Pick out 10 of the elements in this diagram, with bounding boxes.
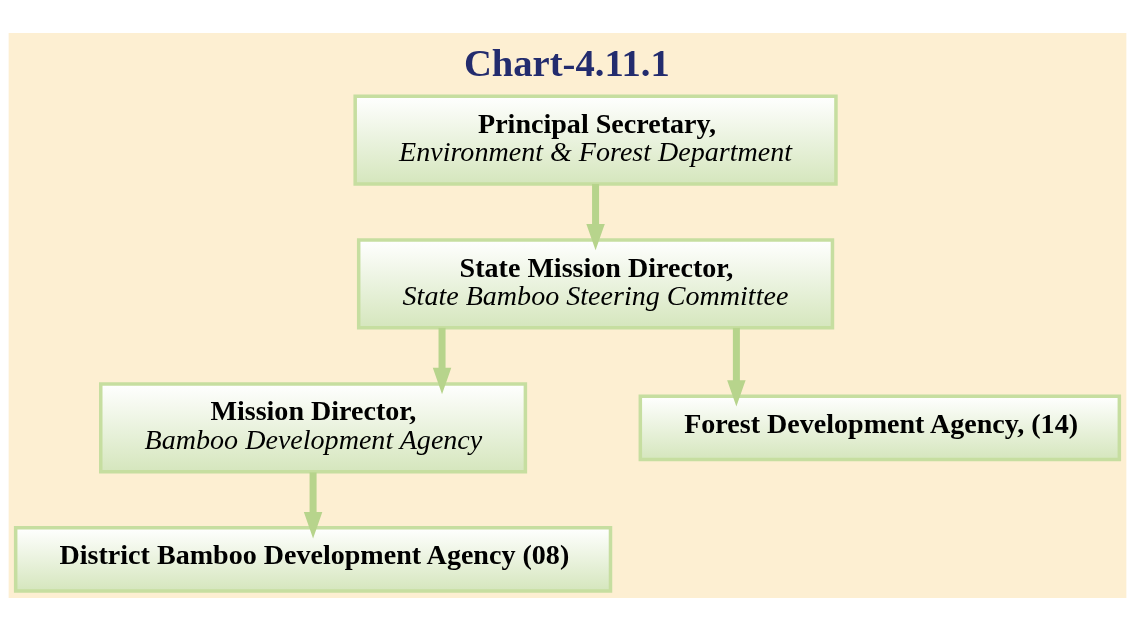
arrow <box>727 327 746 407</box>
node-box: District Bamboo Development Agency (08) <box>13 525 613 593</box>
arrow <box>432 327 452 394</box>
arrow <box>586 183 605 250</box>
node-box: State Mission Director, State Bamboo Steering Committee <box>356 237 835 330</box>
diagram-title: Chart-4.11.1 <box>463 41 670 84</box>
arrow <box>303 471 323 538</box>
node-box: Principal Secretary, Environment & Forest Department <box>353 93 838 186</box>
node-box: Forest Development Agency, (14) <box>638 393 1122 461</box>
node-box: Mission Director, Bamboo Development Agency <box>99 381 528 473</box>
